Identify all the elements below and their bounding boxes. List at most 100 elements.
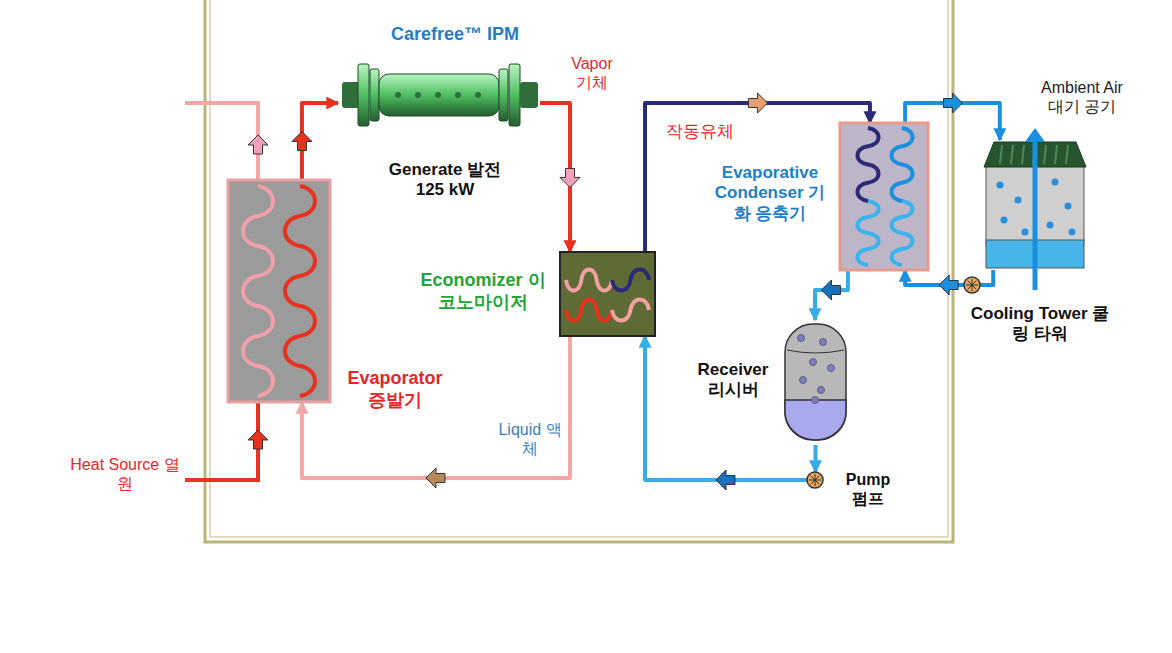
turbine-flange bbox=[370, 69, 379, 121]
pipe-label: Vapor 기체 bbox=[562, 54, 622, 92]
frame-outer bbox=[205, 0, 953, 542]
annotation-label: Heat Source 열원 bbox=[68, 455, 183, 493]
bubble bbox=[812, 397, 819, 404]
cooling-tower-drawing bbox=[980, 140, 1090, 270]
bubble bbox=[828, 365, 835, 372]
coil bbox=[566, 300, 612, 321]
turbine-cap bbox=[342, 82, 360, 108]
flow-arrow bbox=[821, 280, 840, 300]
water-drop bbox=[1052, 179, 1059, 186]
heat-source-outlet bbox=[185, 103, 258, 180]
flow-arrow bbox=[560, 168, 580, 187]
economizer-box-drawing bbox=[560, 252, 655, 336]
turbine-flange bbox=[499, 69, 508, 121]
economizer-shell bbox=[560, 252, 655, 336]
water-drop bbox=[1069, 229, 1076, 236]
coil bbox=[612, 300, 649, 321]
heat-source-inlet bbox=[185, 403, 258, 480]
water-drop bbox=[1001, 217, 1008, 224]
bubble bbox=[798, 335, 805, 342]
air-flow-head bbox=[1025, 128, 1045, 142]
coil bbox=[285, 186, 315, 396]
evaporator-box-drawing bbox=[228, 180, 330, 402]
water-drop bbox=[1022, 229, 1029, 236]
air-flow-arrow bbox=[1033, 138, 1038, 290]
turbine-generator: Carefree™ IPMGenerate 발전 125 kW bbox=[338, 62, 540, 128]
node-label: Pump 펌프 bbox=[841, 470, 896, 508]
pipe-label: Liquid 액체 bbox=[498, 420, 563, 458]
pump-vane bbox=[968, 281, 976, 289]
flow-arrow bbox=[248, 135, 268, 154]
annotation-label: Ambient Air 대기 공기 bbox=[1032, 78, 1132, 116]
node-label: Cooling Tower 쿨링 타워 bbox=[970, 304, 1110, 345]
water-drop bbox=[1065, 203, 1072, 210]
turbine-bolt bbox=[475, 92, 481, 98]
cooling-tower: Cooling Tower 쿨링 타워 bbox=[980, 140, 1090, 270]
water-drop bbox=[997, 182, 1004, 189]
bubble bbox=[818, 387, 825, 394]
receiver-seam bbox=[787, 350, 844, 353]
flow-arrow bbox=[748, 93, 767, 113]
condenser-box: Evaporative Condenser 기화 응축기 bbox=[840, 123, 928, 270]
turbine-bolt bbox=[415, 92, 421, 98]
flow-arrow bbox=[716, 470, 735, 490]
pump-circle: Pump 펌프 bbox=[807, 472, 823, 488]
turbine-flange bbox=[509, 64, 520, 126]
turbine-bolt bbox=[455, 92, 461, 98]
pump-circle-drawing bbox=[807, 472, 823, 488]
node-label: Evaporator 증발기 bbox=[340, 368, 450, 411]
evaporator-box: Evaporator 증발기 bbox=[228, 180, 330, 402]
turbine-flange bbox=[358, 64, 369, 126]
pipe-connector bbox=[302, 336, 570, 478]
bubble bbox=[820, 339, 827, 346]
economizer-box: Economizer 이코노마이저 bbox=[560, 252, 655, 336]
turbine-generator-drawing bbox=[338, 62, 540, 128]
coil bbox=[612, 270, 649, 291]
flow-arrow bbox=[248, 430, 268, 449]
turbine-cap bbox=[520, 82, 538, 108]
roof-slat bbox=[1055, 145, 1057, 164]
water-pump-symbol bbox=[964, 277, 980, 293]
flow-arrow bbox=[943, 93, 962, 113]
receiver-tank: Receiver 리시버 bbox=[783, 320, 848, 445]
bubble bbox=[810, 359, 817, 366]
coil bbox=[858, 201, 879, 265]
pipe-connector bbox=[645, 336, 807, 480]
flow-arrow bbox=[939, 275, 958, 295]
pipe-connector bbox=[815, 270, 848, 320]
roof-slat bbox=[1011, 145, 1013, 164]
pump-vane bbox=[811, 476, 819, 484]
coil bbox=[566, 270, 612, 291]
water-drop bbox=[1047, 222, 1054, 229]
pipe-label: 작동유체 bbox=[666, 122, 734, 142]
receiver-vessel bbox=[785, 324, 846, 440]
node-label: Economizer 이코노마이저 bbox=[416, 270, 551, 313]
coil bbox=[892, 128, 913, 201]
pipe-connector bbox=[814, 445, 818, 472]
bubble bbox=[800, 377, 807, 384]
roof-slat bbox=[1000, 145, 1002, 164]
flow-arrow bbox=[426, 468, 445, 488]
node-label: Evaporative Condenser 기화 응축기 bbox=[714, 163, 826, 224]
receiver-liquid bbox=[785, 400, 846, 440]
coil bbox=[858, 128, 879, 201]
coil bbox=[892, 201, 913, 265]
pipe-connector bbox=[645, 103, 870, 252]
node-label: Carefree™ IPM bbox=[391, 24, 519, 46]
evaporator-shell bbox=[228, 180, 330, 402]
receiver-tank-drawing bbox=[783, 320, 848, 445]
frame-inner bbox=[210, 0, 948, 537]
roof-slat bbox=[1044, 145, 1046, 164]
turbine-bolt bbox=[395, 92, 401, 98]
pump-symbol bbox=[807, 472, 823, 488]
turbine-body bbox=[379, 74, 499, 116]
water-drop bbox=[1015, 197, 1022, 204]
roof-slat bbox=[1022, 145, 1024, 164]
condenser-shell bbox=[840, 123, 928, 270]
roof-slat bbox=[1066, 145, 1068, 164]
coil bbox=[243, 186, 273, 396]
node-sublabel: Generate 발전 125 kW bbox=[380, 160, 510, 201]
